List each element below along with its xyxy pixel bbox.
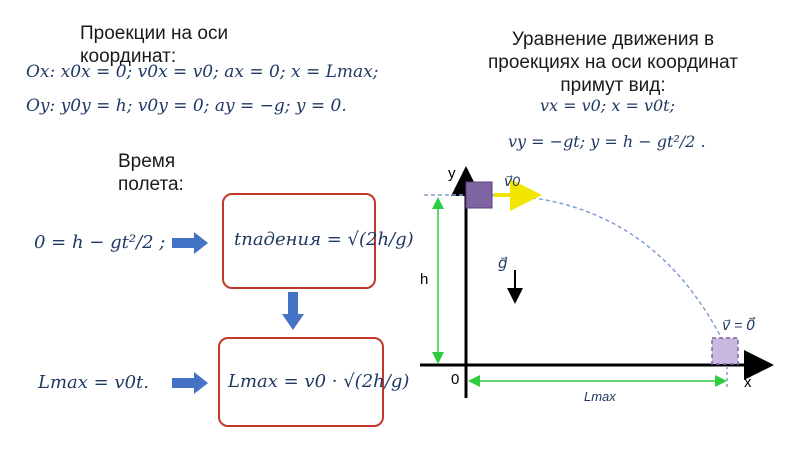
body-end <box>711 337 739 365</box>
range-formula: Lmax = v0 · √(2h/g) <box>228 371 410 392</box>
trajectory <box>489 194 726 346</box>
y-motion-equation: vy = −gt; y = h − gt²/2 . <box>508 132 706 151</box>
ox-equation: Ox: x0x = 0; v0x = v0; ax = 0; x = Lmax; <box>26 62 379 82</box>
v-end-label: v⃗ = 0⃗ <box>722 316 756 333</box>
oy-equation: Oy: y0y = h; v0y = 0; ay = −g; y = 0. <box>26 96 347 116</box>
range-box: Lmax = v0 · √(2h/g) <box>218 337 409 427</box>
fall-time-formula: tпадения = √(2h/g) <box>234 229 414 250</box>
fall-time-box: tпадения = √(2h/g) <box>222 193 414 289</box>
v0-label: v⃗0 <box>504 173 520 189</box>
range-equation: Lmax = v0t. <box>38 372 150 393</box>
heading-flight-time: Время полета: <box>118 151 184 195</box>
body-start <box>465 181 493 209</box>
heading-motion-equations: Уравнение движения в проекциях на оси ко… <box>488 29 738 96</box>
g-label: g⃗ <box>498 255 508 272</box>
fall-equation: 0 = h − gt²/2 ; <box>34 232 166 253</box>
range-label: Lmax <box>584 389 616 404</box>
heading-projections: Проекции на оси координат: <box>80 23 229 67</box>
axis-y-label: y <box>448 165 456 182</box>
height-label: h <box>420 271 428 288</box>
arrow-right-icon <box>172 232 208 254</box>
arrow-right-icon <box>172 372 208 394</box>
origin-label: 0 <box>451 371 459 388</box>
axis-x-label: x <box>744 374 752 391</box>
x-motion-equation: vx = v0; x = v0t; <box>540 96 675 115</box>
arrow-down-icon <box>282 292 304 330</box>
